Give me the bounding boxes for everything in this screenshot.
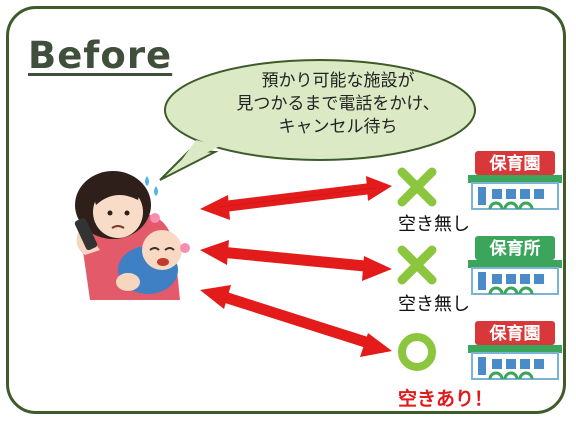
facility-sign-1: 保育園: [489, 153, 541, 174]
status-label-2: 空き無し: [398, 294, 470, 315]
daycare-building-icon: 保育園: [468, 321, 562, 380]
mother-holding-crying-baby-illustration: [74, 171, 190, 300]
bubble-line-2: 見つかるまで電話をかけ、: [236, 94, 440, 114]
status-label-3: 空きあり！: [398, 388, 494, 410]
arrow-to-facility-3: [200, 285, 392, 357]
cross-mark-icon: [397, 245, 437, 285]
status-label-1: 空き無し: [398, 214, 470, 235]
speech-bubble-text: 預かり可能な施設が 見つかるまで電話をかけ、 キャンセル待ち: [218, 70, 458, 139]
facility-sign-3: 保育園: [489, 323, 541, 344]
cross-mark-icon: [397, 167, 437, 207]
panel-title: Before: [28, 34, 173, 77]
bubble-line-1: 預かり可能な施設が: [261, 71, 415, 91]
arrows: [200, 176, 392, 357]
arrow-to-facility-2: [200, 240, 392, 281]
daycare-building-icon: 保育所: [468, 236, 562, 295]
daycare-building-icon: 保育園: [468, 151, 562, 210]
phone-icon: [74, 217, 98, 251]
facility-sign-2: 保育所: [489, 238, 541, 259]
bubble-line-3: キャンセル待ち: [278, 117, 398, 137]
circle-mark-icon: [398, 333, 436, 371]
arrow-to-facility-1: [200, 176, 392, 220]
speech-bubble: [159, 59, 476, 181]
